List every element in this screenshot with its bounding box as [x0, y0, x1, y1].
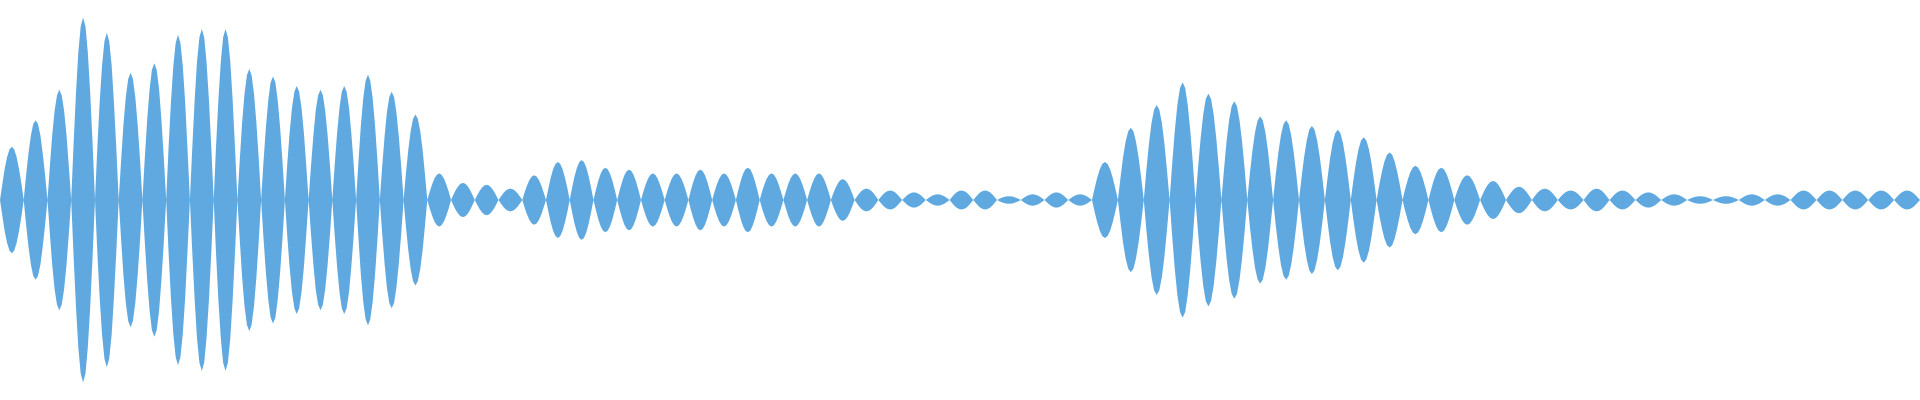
waveform-shape	[0, 17, 1920, 383]
